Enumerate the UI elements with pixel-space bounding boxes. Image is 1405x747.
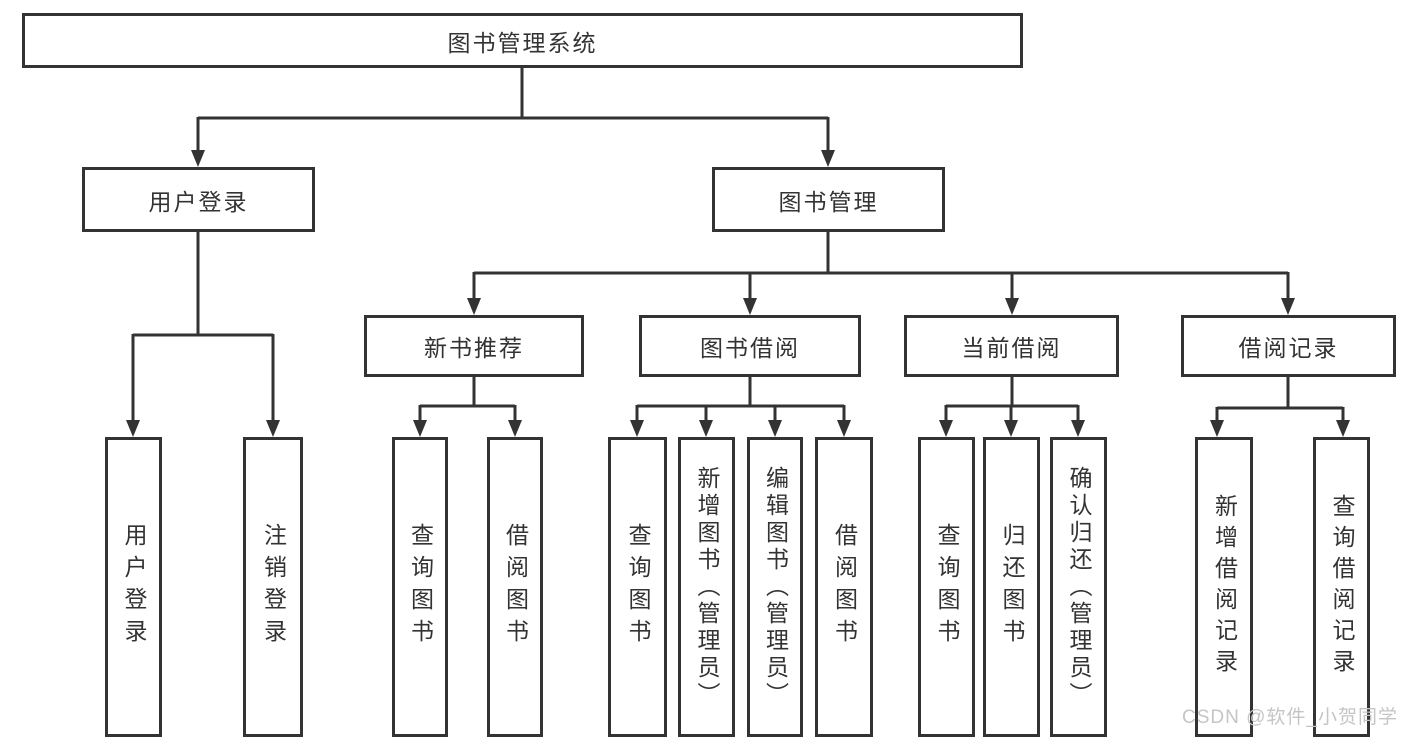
node-new-book-recommend: 新书推荐	[364, 315, 584, 377]
node-user-login: 用户登录	[82, 167, 315, 232]
node-root-library-system: 图书管理系统	[22, 13, 1023, 68]
leaf-borrow-books-2: 借阅图书	[815, 437, 873, 737]
csdn-watermark: CSDN @软件_小贺同学	[1182, 707, 1398, 728]
leaf-add-books-admin: 新增图书（管理员）	[678, 437, 735, 737]
node-borrow-records: 借阅记录	[1181, 315, 1396, 377]
node-book-management: 图书管理	[712, 167, 945, 232]
leaf-query-books-2: 查询图书	[608, 437, 667, 737]
leaf-return-books: 归还图书	[983, 437, 1040, 737]
leaf-borrow-books-1: 借阅图书	[487, 437, 543, 737]
leaf-edit-books-admin: 编辑图书（管理员）	[747, 437, 803, 737]
leaf-user-login: 用户登录	[105, 437, 162, 737]
leaf-add-borrow-record: 新增借阅记录	[1195, 437, 1253, 737]
leaf-logout: 注销登录	[243, 437, 303, 737]
leaf-query-borrow-record: 查询借阅记录	[1313, 437, 1370, 737]
node-current-borrow: 当前借阅	[904, 315, 1119, 377]
leaf-query-books-1: 查询图书	[392, 437, 448, 737]
leaf-query-books-3: 查询图书	[918, 437, 975, 737]
leaf-confirm-return-admin: 确认归还（管理员）	[1050, 437, 1107, 737]
node-book-borrow: 图书借阅	[639, 315, 861, 377]
